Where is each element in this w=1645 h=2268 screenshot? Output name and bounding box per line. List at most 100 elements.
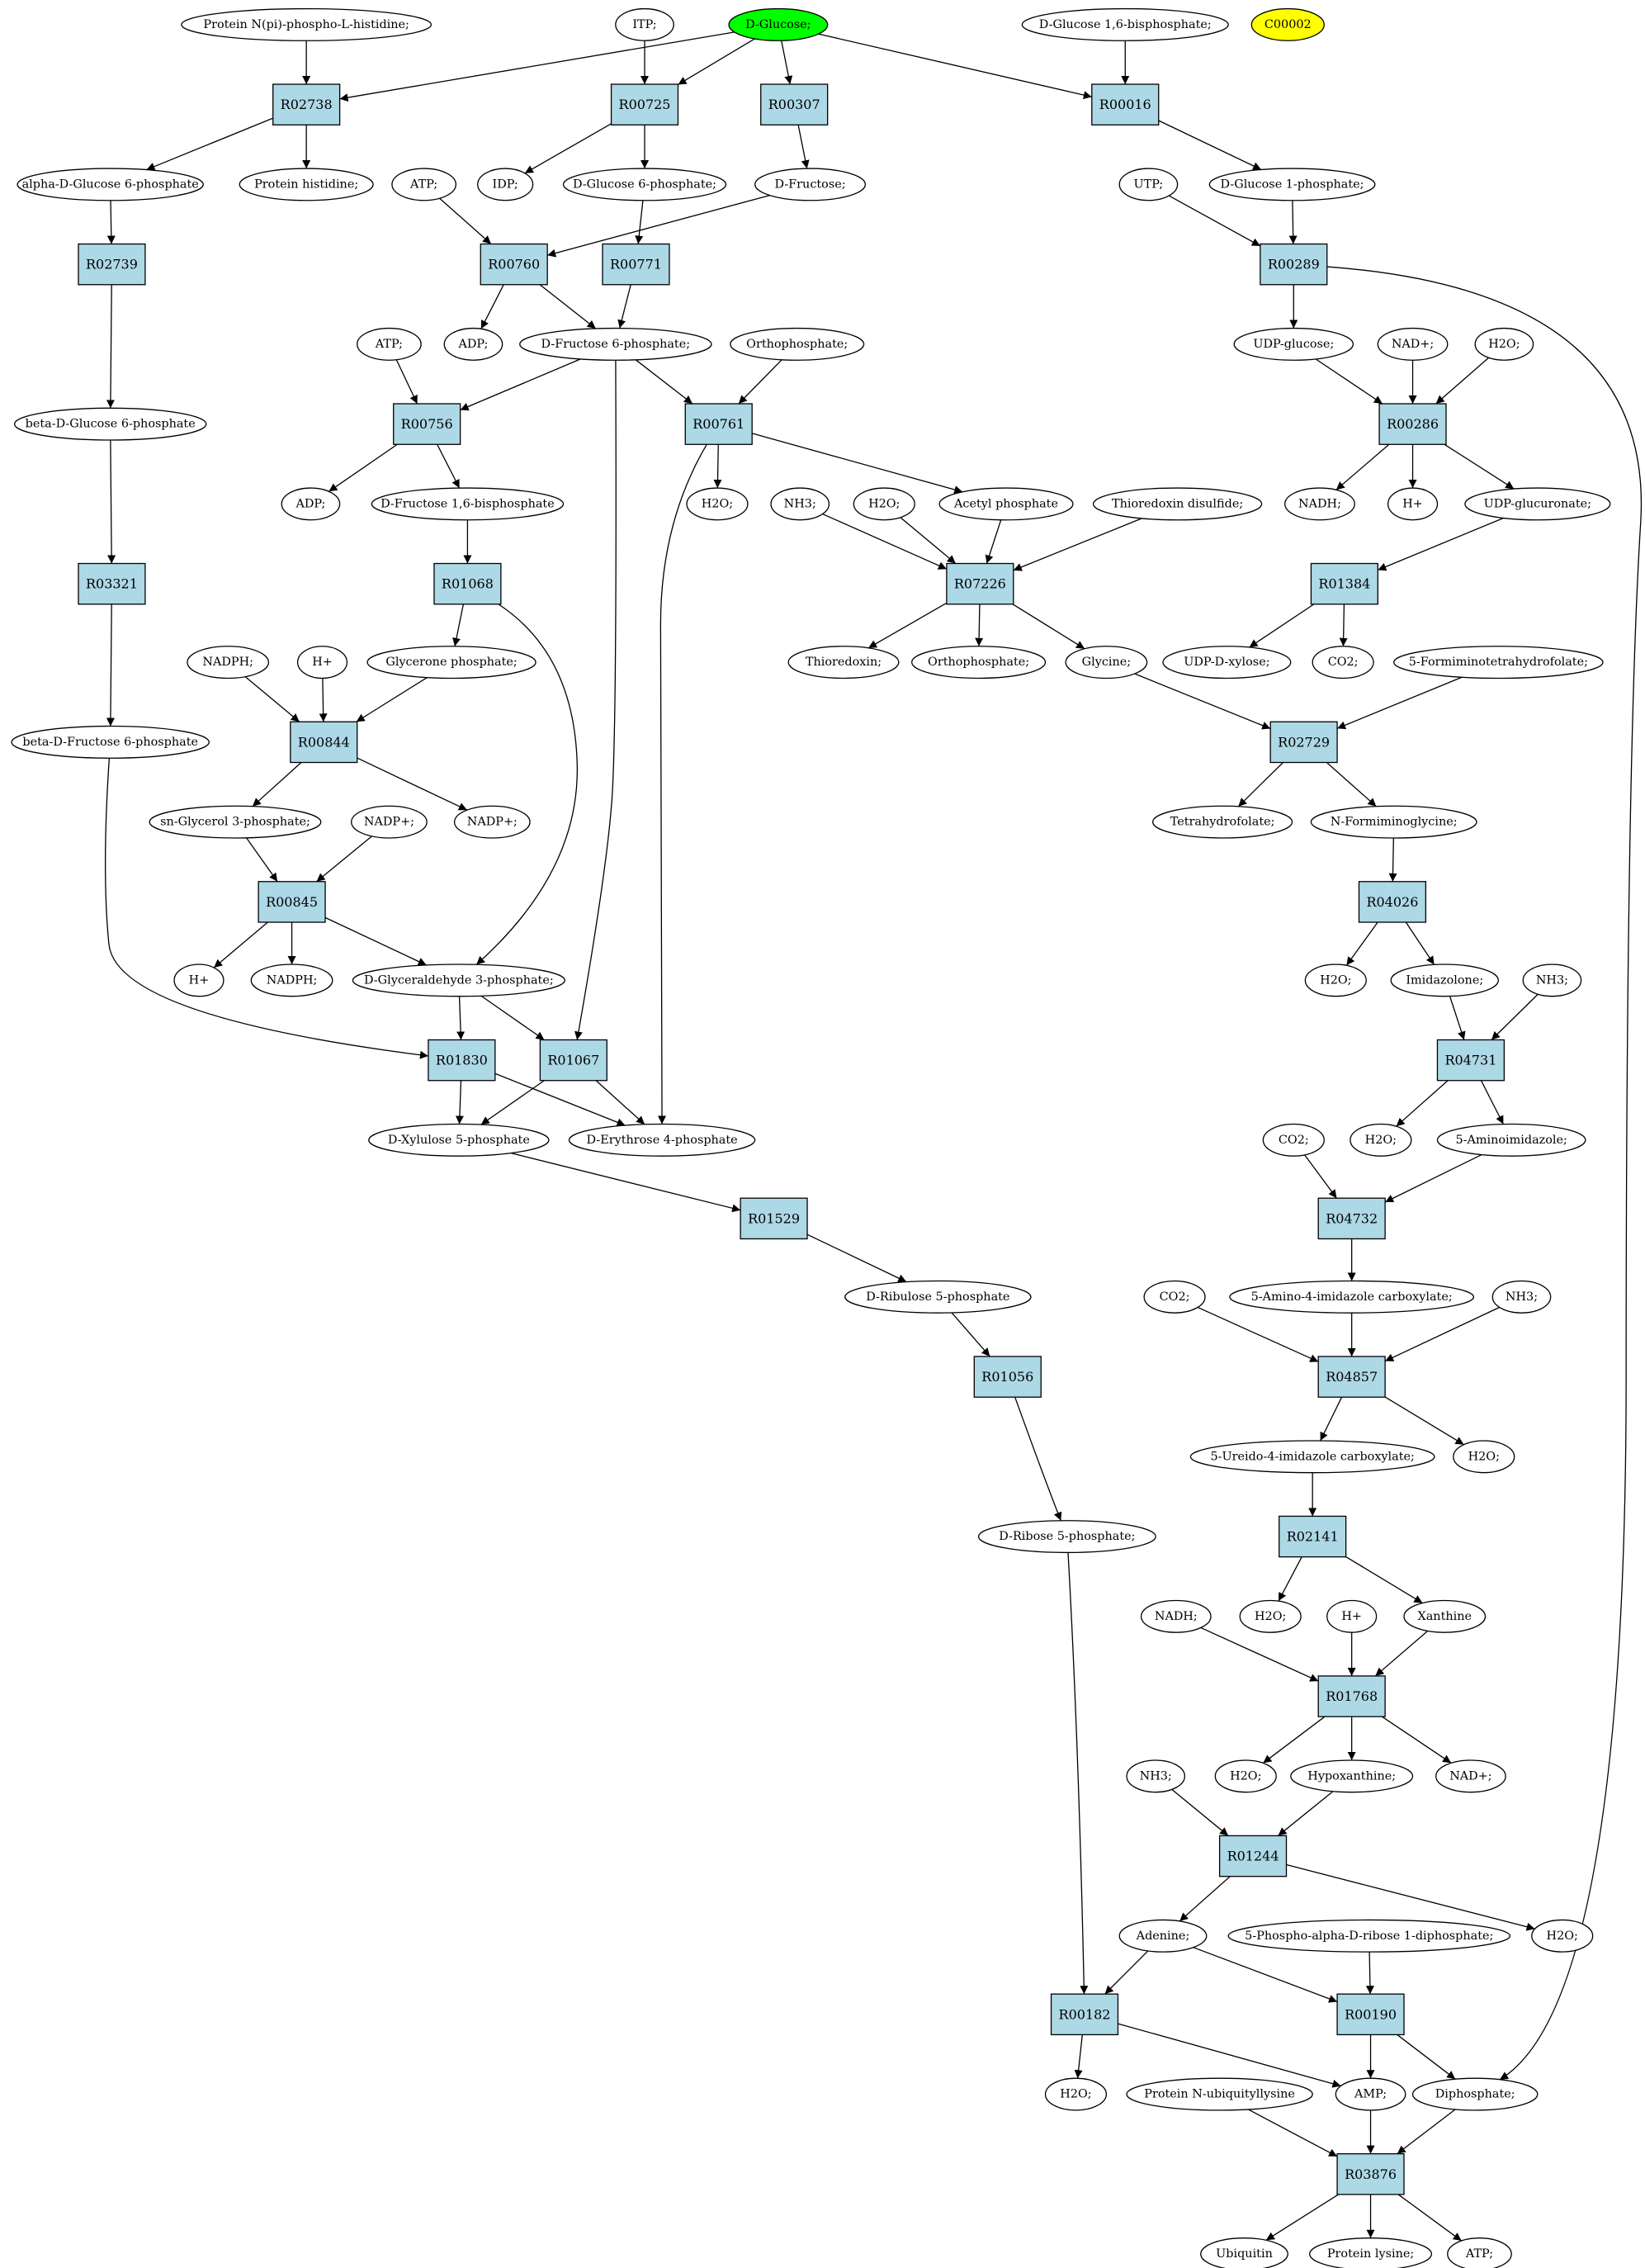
compound-node-d-glyceraldehyde-3-phosphate[interactable]: D-Glyceraldehyde 3-phosphate;: [352, 964, 565, 997]
reaction-node-r02729[interactable]: R02729: [1269, 721, 1338, 764]
compound-node-atp[interactable]: ATP;: [1447, 2237, 1512, 2268]
compound-node-nh3[interactable]: NH3;: [770, 487, 830, 521]
compound-node-d-fructose[interactable]: D-Fructose;: [754, 168, 867, 201]
compound-node-glycerone-phosphate[interactable]: Glycerone phosphate;: [366, 646, 537, 679]
reaction-node-r02739[interactable]: R02739: [78, 243, 146, 286]
compound-node-orthophosphate[interactable]: Orthophosphate;: [911, 646, 1047, 679]
compound-node-d-glucose[interactable]: D-Glucose;: [728, 7, 829, 41]
compound-node-acetyl-phosphate[interactable]: Acetyl phosphate: [938, 487, 1074, 521]
compound-node-h[interactable]: H+: [1387, 487, 1439, 521]
compound-node-atp[interactable]: ATP;: [391, 168, 456, 201]
reaction-node-r00845[interactable]: R00845: [258, 881, 326, 923]
reaction-node-r04731[interactable]: R04731: [1436, 1039, 1506, 1082]
compound-node-nad[interactable]: NAD+;: [1377, 327, 1449, 361]
compound-node-h[interactable]: H+: [1326, 1599, 1378, 1633]
reaction-node-r01768[interactable]: R01768: [1317, 1675, 1386, 1717]
compound-node-h2o[interactable]: H2O;: [1474, 327, 1534, 361]
reaction-node-r03321[interactable]: R03321: [78, 562, 146, 605]
compound-node-n-formiminoglycine[interactable]: N-Formiminoglycine;: [1310, 805, 1477, 839]
reaction-node-r01056[interactable]: R01056: [973, 1356, 1042, 1398]
reaction-node-r01244[interactable]: R01244: [1218, 1835, 1288, 1877]
compound-node-5-ureido-4-imidazole-carboxylate[interactable]: 5-Ureido-4-imidazole carboxylate;: [1189, 1440, 1435, 1474]
compound-node-nadph[interactable]: NADPH;: [187, 646, 270, 679]
compound-node-h2o[interactable]: H2O;: [1531, 1919, 1594, 1953]
compound-node-5-aminoimidazole[interactable]: 5-Aminoimidazole;: [1436, 1123, 1586, 1157]
compound-node-udp-glucuronate[interactable]: UDP-glucuronate;: [1464, 487, 1611, 521]
compound-node-udp-d-xylose[interactable]: UDP-D-xylose;: [1162, 646, 1292, 679]
compound-node-d-fructose-1-6-bisphosphate[interactable]: D-Fructose 1,6-bisphosphate: [371, 487, 565, 521]
compound-node-d-glucose-6-phosphate[interactable]: D-Glucose 6-phosphate;: [562, 168, 727, 201]
reaction-node-r01068[interactable]: R01068: [433, 562, 502, 605]
reaction-node-r03876[interactable]: R03876: [1336, 2153, 1405, 2195]
compound-node-h2o[interactable]: H2O;: [1304, 964, 1367, 997]
compound-node-amp[interactable]: AMP;: [1335, 2077, 1406, 2111]
compound-node-thioredoxin[interactable]: Thioredoxin;: [787, 646, 900, 679]
reaction-node-r01067[interactable]: R01067: [539, 1039, 607, 1082]
compound-node-h2o[interactable]: H2O;: [853, 487, 915, 521]
compound-node-5-formiminotetrahydrofolate[interactable]: 5-Formiminotetrahydrofolate;: [1393, 646, 1604, 679]
compound-node-d-ribulose-5-phosphate[interactable]: D-Ribulose 5-phosphate: [844, 1280, 1032, 1314]
reaction-node-r01384[interactable]: R01384: [1310, 562, 1378, 605]
reaction-node-r01830[interactable]: R01830: [428, 1039, 496, 1082]
compound-node-nadp[interactable]: NADP+;: [453, 805, 531, 839]
reaction-node-r00725[interactable]: R00725: [610, 83, 679, 125]
compound-node-nad[interactable]: NAD+;: [1435, 1759, 1506, 1793]
reaction-node-r00016[interactable]: R00016: [1091, 83, 1160, 125]
reaction-node-r02141[interactable]: R02141: [1279, 1515, 1347, 1558]
compound-node-itp[interactable]: ITP;: [615, 7, 674, 41]
compound-node-udp-glucose[interactable]: UDP-glucose;: [1233, 327, 1354, 361]
reaction-node-r00307[interactable]: R00307: [760, 83, 829, 125]
compound-node-co2[interactable]: CO2;: [1312, 646, 1374, 679]
compound-node-c00002[interactable]: C00002: [1250, 7, 1325, 41]
compound-node-thioredoxin-disulfide[interactable]: Thioredoxin disulfide;: [1092, 487, 1263, 521]
reaction-node-r02738[interactable]: R02738: [272, 83, 341, 125]
compound-node-adp[interactable]: ADP;: [281, 487, 341, 521]
compound-node-nadh[interactable]: NADH;: [1284, 487, 1355, 521]
reaction-node-r00761[interactable]: R00761: [684, 403, 753, 445]
reaction-node-r00760[interactable]: R00760: [480, 243, 548, 286]
compound-node-co2[interactable]: CO2;: [1262, 1123, 1325, 1157]
compound-node-idp[interactable]: IDP;: [477, 168, 534, 201]
compound-node-diphosphate[interactable]: Diphosphate;: [1411, 2077, 1539, 2111]
reaction-node-r00844[interactable]: R00844: [290, 721, 358, 764]
compound-node-ubiquitin[interactable]: Ubiquitin: [1200, 2237, 1288, 2268]
compound-node-glycine[interactable]: Glycine;: [1065, 646, 1148, 679]
compound-node-d-ribose-5-phosphate[interactable]: D-Ribose 5-phosphate;: [977, 1520, 1156, 1554]
compound-node-alpha-d-glucose-6-phosphate[interactable]: alpha-D-Glucose 6-phosphate: [17, 168, 204, 201]
reaction-node-r00289[interactable]: R00289: [1260, 243, 1328, 286]
compound-node-d-xylulose-5-phosphate[interactable]: D-Xylulose 5-phosphate: [368, 1123, 550, 1157]
compound-node-beta-d-glucose-6-phosphate[interactable]: beta-D-Glucose 6-phosphate: [13, 407, 207, 441]
reaction-node-r00286[interactable]: R00286: [1378, 403, 1447, 445]
compound-node-5-phospho-alpha-d-ribose-1-diphosphate[interactable]: 5-Phospho-alpha-D-ribose 1-diphosphate;: [1227, 1919, 1511, 1953]
compound-node-protein-n-pi-phospho-l-histidine[interactable]: Protein N(pi)-phospho-L-histidine;: [181, 7, 433, 41]
compound-node-protein-n-ubiquityllysine[interactable]: Protein N-ubiquityllysine: [1126, 2077, 1313, 2111]
reaction-node-r04732[interactable]: R04732: [1317, 1197, 1386, 1240]
compound-node-d-glucose-1-phosphate[interactable]: D-Glucose 1-phosphate;: [1208, 168, 1376, 201]
compound-node-nh3[interactable]: NH3;: [1491, 1280, 1552, 1314]
compound-node-protein-lysine[interactable]: Protein lysine;: [1309, 2237, 1433, 2268]
compound-node-xanthine[interactable]: Xanthine: [1403, 1599, 1487, 1633]
compound-node-h2o[interactable]: H2O;: [686, 487, 749, 521]
reaction-node-r00756[interactable]: R00756: [393, 403, 461, 445]
compound-node-co2[interactable]: CO2;: [1143, 1280, 1206, 1314]
reaction-node-r04026[interactable]: R04026: [1358, 881, 1427, 923]
compound-node-nadp[interactable]: NADP+;: [351, 805, 428, 839]
compound-node-h[interactable]: H+: [173, 964, 225, 997]
compound-node-h[interactable]: H+: [296, 646, 348, 679]
compound-node-h2o[interactable]: H2O;: [1453, 1440, 1515, 1474]
compound-node-h2o[interactable]: H2O;: [1214, 1759, 1277, 1793]
compound-node-d-erythrose-4-phosphate[interactable]: D-Erythrose 4-phosphate: [568, 1123, 756, 1157]
compound-node-adp[interactable]: ADP;: [443, 327, 503, 361]
compound-node-adenine[interactable]: Adenine;: [1118, 1919, 1208, 1953]
compound-node-sn-glycerol-3-phosphate[interactable]: sn-Glycerol 3-phosphate;: [149, 805, 322, 839]
compound-node-h2o[interactable]: H2O;: [1350, 1123, 1412, 1157]
compound-node-imidazolone[interactable]: Imidazolone;: [1390, 964, 1499, 997]
compound-node-d-fructose-6-phosphate[interactable]: D-Fructose 6-phosphate;: [519, 327, 712, 361]
reaction-node-r01529[interactable]: R01529: [740, 1197, 808, 1240]
compound-node-nh3[interactable]: NH3;: [1126, 1759, 1186, 1793]
compound-node-tetrahydrofolate[interactable]: Tetrahydrofolate;: [1152, 805, 1293, 839]
compound-node-h2o[interactable]: H2O;: [1044, 2077, 1108, 2111]
compound-node-protein-histidine[interactable]: Protein histidine;: [239, 168, 374, 201]
reaction-node-r00190[interactable]: R00190: [1336, 1993, 1405, 2036]
compound-node-beta-d-fructose-6-phosphate[interactable]: beta-D-Fructose 6-phosphate: [11, 725, 210, 759]
